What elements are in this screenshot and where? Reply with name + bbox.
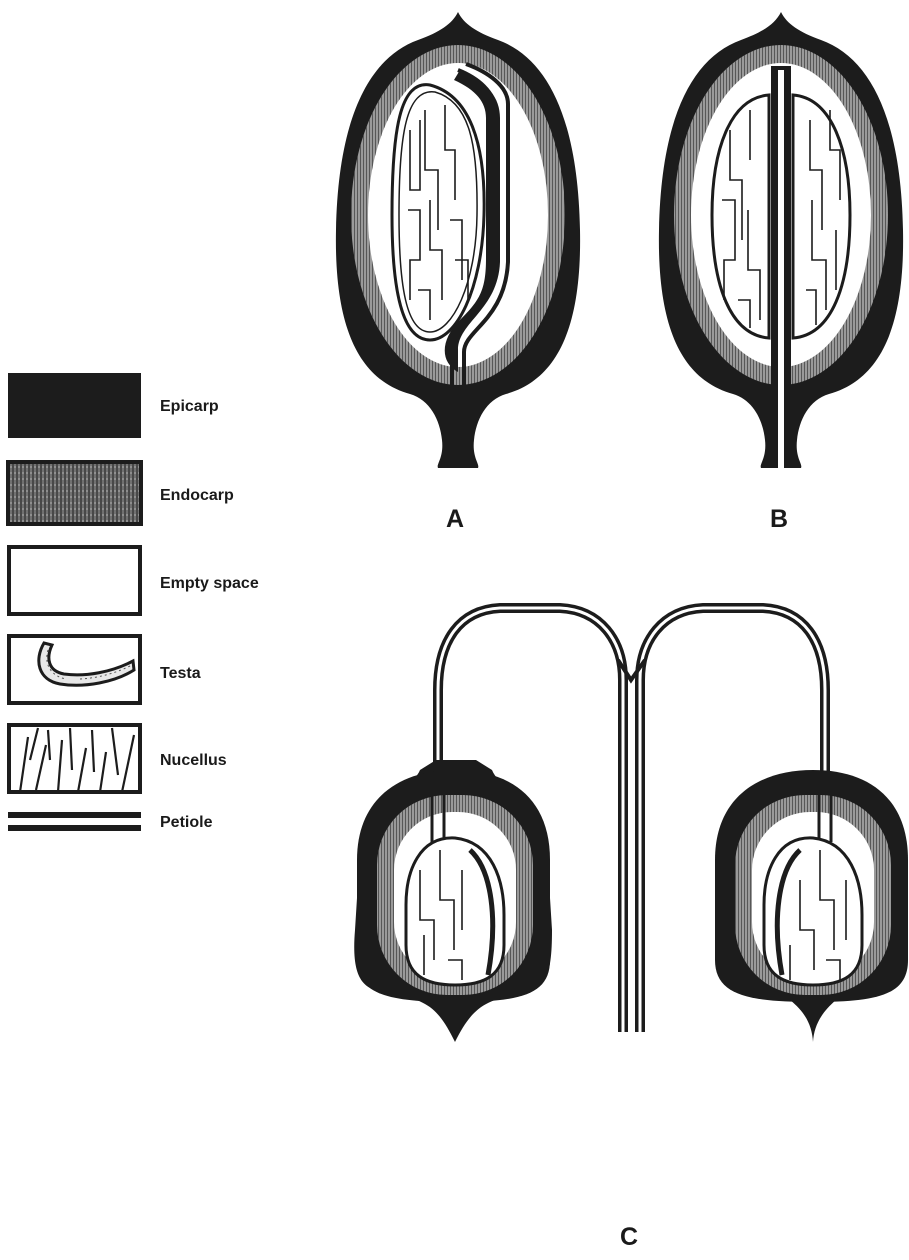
fruit-c [354, 608, 908, 1042]
panel-label-c: C [620, 1222, 638, 1252]
legend-label-testa: Testa [160, 664, 201, 684]
epicarp-swatch [8, 373, 141, 438]
fruit-b [659, 12, 903, 468]
fruit-c-right-epicarp [790, 1000, 836, 1042]
legend-label-petiole: Petiole [160, 813, 212, 833]
legend-label-nucellus: Nucellus [160, 751, 227, 771]
panel-label-a: A [446, 504, 464, 534]
fruit-a [336, 12, 580, 468]
petiole-swatch [8, 812, 141, 831]
legend-label-endocarp: Endocarp [160, 486, 234, 506]
legend-label-empty-space: Empty space [160, 574, 259, 594]
legend-label-epicarp: Epicarp [160, 397, 219, 417]
legend [8, 373, 141, 831]
empty-space-swatch [9, 547, 140, 614]
panel-label-b: B [770, 504, 788, 534]
nucellus-swatch [9, 725, 140, 792]
endocarp-swatch [8, 462, 141, 524]
testa-swatch [9, 636, 140, 703]
